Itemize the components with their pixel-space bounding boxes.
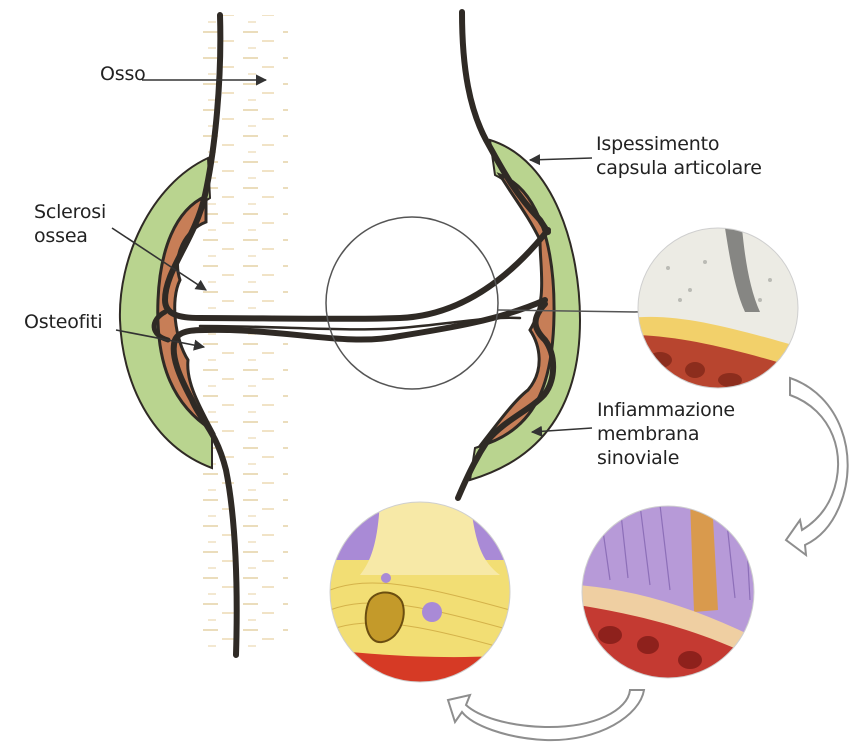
label-synovium-line-1: Infiammazione [597,398,735,422]
circular-progression-arrow-icon [786,378,848,555]
label-osso: Osso [100,62,146,86]
label-sclerosis-line-2: ossea [34,224,106,248]
micro-circle-2 [578,500,760,690]
label-synovium-line-2: membrana [597,422,735,446]
label-bone-sclerosis: Sclerosi ossea [34,200,106,248]
circular-progression-arrow-icon [448,690,644,740]
label-capsule-line-1: Ispessimento [596,132,762,156]
label-capsule-thickening: Ispessimento capsula articolare [596,132,762,180]
label-osteophytes: Osteofiti [24,310,103,334]
zoom-circle [326,217,498,389]
label-synovial-inflammation: Infiammazione membrana sinoviale [597,398,735,470]
label-synovium-line-3: sinoviale [597,446,735,470]
label-sclerosis-line-1: Sclerosi [34,200,106,224]
label-capsule-line-2: capsula articolare [596,156,762,180]
micro-circle-1 [630,220,810,400]
